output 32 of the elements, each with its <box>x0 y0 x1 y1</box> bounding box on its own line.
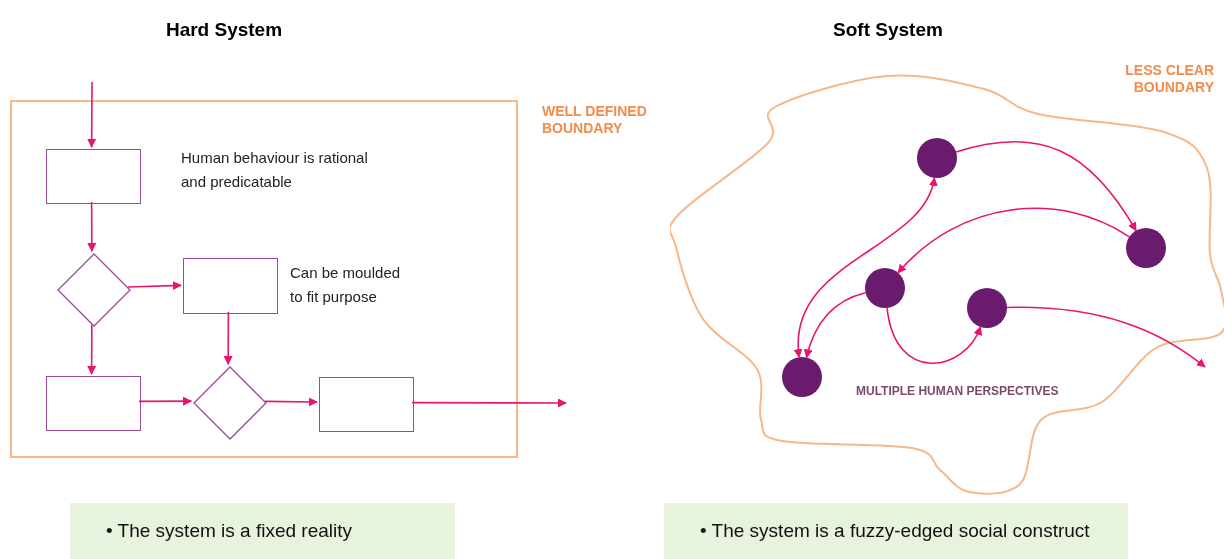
arrow <box>955 140 1137 232</box>
bullet-text: • The system is a fuzzy-edged social construct <box>700 518 1090 543</box>
arrow <box>87 81 97 148</box>
arrow <box>87 201 97 253</box>
arrow <box>87 324 97 375</box>
boundary-rectangle <box>10 100 518 458</box>
arrow <box>263 397 318 407</box>
decision-diamond <box>57 253 131 327</box>
arrow <box>1006 306 1206 368</box>
panel-title: Hard System <box>164 18 284 42</box>
process-box <box>46 376 141 431</box>
decision-diamond <box>193 366 267 440</box>
boundary-label: WELL DEFINED BOUNDARY <box>542 103 648 137</box>
boundary-label: LESS CLEAR BOUNDARY <box>1124 62 1214 96</box>
arrow <box>138 396 193 406</box>
process-box <box>183 258 278 314</box>
process-box <box>319 377 414 432</box>
annotation-text: Human behaviour is rational and predicatable <box>181 148 369 192</box>
arrow <box>897 207 1131 274</box>
bullet-text: • The system is a fixed reality <box>106 518 352 543</box>
annotation-text: MULTIPLE HUMAN PERSPECTIVES <box>856 383 1059 400</box>
process-box <box>46 149 141 204</box>
note-panel <box>664 503 1128 559</box>
arrow <box>886 307 982 365</box>
arrow <box>223 311 233 366</box>
arrow <box>794 176 937 359</box>
arrow <box>411 398 567 408</box>
arrow <box>127 281 182 291</box>
arrow <box>804 291 867 359</box>
note-panel <box>70 503 455 559</box>
annotation-text: Can be moulded to fit purpose <box>290 263 402 307</box>
panel-title: Soft System <box>832 18 944 42</box>
